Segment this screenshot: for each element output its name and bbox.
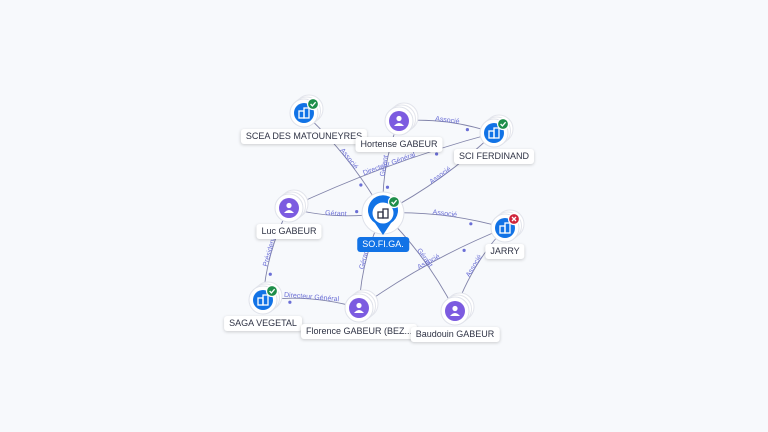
building-icon xyxy=(298,107,310,119)
relation-edge[interactable] xyxy=(288,132,495,209)
building-icon xyxy=(257,294,269,306)
center-node-label[interactable]: SO.FI.GA. xyxy=(357,237,409,252)
node-label-scea[interactable]: SCEA DES MATOUNEYRES xyxy=(240,129,368,144)
edge-role-label: Directeur Général xyxy=(284,292,340,304)
edge-arrowhead xyxy=(288,300,292,304)
building-icon xyxy=(377,208,389,219)
edge-arrowhead xyxy=(359,183,363,187)
active-status-icon xyxy=(387,195,401,209)
edge-role-label: Associé xyxy=(432,209,457,219)
edge-role-label: Gérant xyxy=(325,210,347,218)
node-saga[interactable] xyxy=(248,281,283,315)
center-node-pin[interactable] xyxy=(361,191,405,235)
building-icon xyxy=(499,222,511,234)
edge-arrowhead xyxy=(385,185,390,189)
node-baudouin[interactable] xyxy=(440,292,475,326)
node-scea[interactable] xyxy=(289,94,324,128)
closed-status-icon xyxy=(507,212,521,226)
edge-role-label: Président xyxy=(262,237,277,267)
active-status-icon xyxy=(496,117,510,131)
person-icon xyxy=(394,115,404,126)
edge-role-label: Gérant xyxy=(379,155,390,177)
node-label-jarry[interactable]: JARRY xyxy=(485,244,525,259)
edge-arrowhead xyxy=(268,272,272,276)
edge-role-label: Directeur Général xyxy=(362,151,417,177)
person-icon xyxy=(284,202,294,213)
edge-role-label: Associé xyxy=(465,254,484,279)
node-label-saga[interactable]: SAGA VEGETAL xyxy=(224,316,302,331)
active-status-icon xyxy=(306,97,320,111)
edge-role-label: Associé xyxy=(435,116,460,126)
edge-role-label: Associé xyxy=(429,166,453,186)
edge-arrowhead xyxy=(469,222,473,226)
edge-arrowhead xyxy=(355,210,359,214)
nodes-layer xyxy=(248,94,525,326)
edge-arrowhead xyxy=(435,152,439,156)
person-icon xyxy=(354,302,364,313)
edge-arrowhead xyxy=(462,248,466,252)
building-icon xyxy=(488,127,500,139)
node-label-baudouin[interactable]: Baudouin GABEUR xyxy=(410,327,500,342)
node-label-florence[interactable]: Florence GABEUR (BEZ... xyxy=(300,324,418,339)
node-label-hortense[interactable]: Hortense GABEUR xyxy=(355,137,443,152)
node-luc[interactable] xyxy=(274,189,309,223)
active-status-icon xyxy=(265,284,279,298)
person-icon xyxy=(450,305,460,316)
node-label-luc[interactable]: Luc GABEUR xyxy=(256,224,322,239)
edge-arrowhead xyxy=(465,128,469,132)
node-hortense[interactable] xyxy=(384,102,419,136)
node-florence[interactable] xyxy=(344,289,379,323)
node-sciferdinand[interactable] xyxy=(479,114,514,148)
node-label-sciferdinand[interactable]: SCI FERDINAND xyxy=(453,149,535,164)
node-jarry[interactable] xyxy=(490,209,525,243)
